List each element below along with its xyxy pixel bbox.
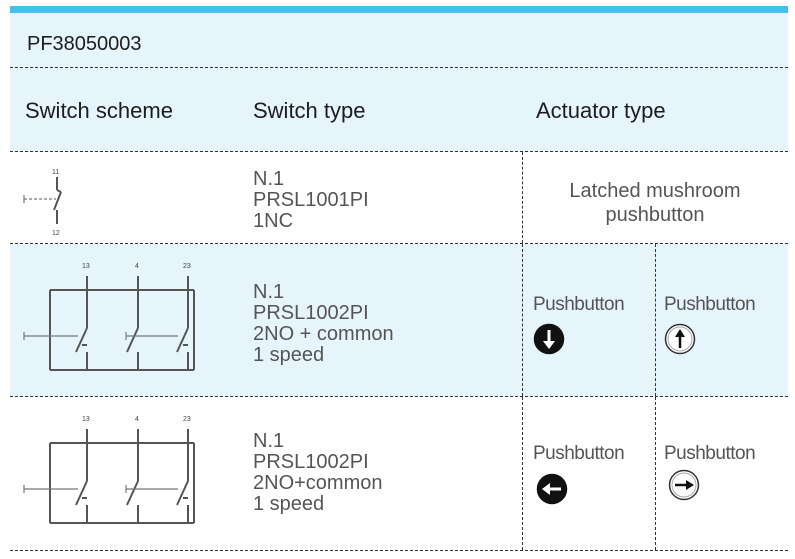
pushbutton-label: Pushbutton [664,294,756,315]
terminal-label-13: 13 [82,416,90,423]
header-switch-scheme: Switch scheme [25,98,173,123]
arrow-up-outline-icon [664,323,696,355]
switch-model: PRSL1002PI [253,302,369,324]
switch-qty: N.1 [253,430,285,452]
header-actuator-type: Actuator type [536,98,666,123]
switch-scheme-nc-diagram: 11 12 [23,169,62,237]
terminal-label-13: 13 [82,263,90,270]
switch-type-text: N.1 PRSL1002PI 2NO+common 1 speed [253,431,383,515]
switch-contacts: 2NO+common [253,472,383,494]
table-header: Switch scheme Switch type Actuator type [10,68,788,152]
pushbutton-label: Pushbutton [533,294,625,315]
arrow-right-outline-icon [668,469,700,501]
terminal-label-bottom: 12 [52,230,60,237]
table-row: 13 4 23 N.1 PRSL1002PI 2NO + common 1 sp… [10,244,788,397]
accent-bar [10,6,788,13]
product-code-row: PF38050003 [10,13,788,68]
column-divider [522,244,523,396]
switch-qty: N.1 [253,168,285,190]
table-row: 11 12 N.1 PRSL1001PI 1NC Latched mushroo… [10,152,788,244]
actuator-line: Latched mushroom [569,180,741,202]
arrow-down-filled-icon [533,323,565,355]
switch-contacts: 1NC [253,210,294,232]
terminal-label-4: 4 [135,416,139,423]
pushbutton-label: Pushbutton [533,443,625,464]
switch-speed: 1 speed [253,344,325,366]
switch-model: PRSL1001PI [253,189,369,211]
header-switch-type: Switch type [253,98,366,123]
switch-speed: 1 speed [253,493,325,515]
switch-contacts: 2NO + common [253,323,394,345]
column-divider [655,397,656,550]
column-divider [522,152,523,243]
switch-scheme-2no-diagram: 13 4 23 [23,263,195,371]
terminal-label-top: 11 [52,169,59,176]
table-row: 13 4 23 N.1 PRSL1002PI 2NO+common 1 spee… [10,397,788,551]
terminal-label-23: 23 [183,416,191,423]
actuator-description: Latched mushroom pushbutton [522,179,788,227]
terminal-label-4: 4 [135,263,139,270]
column-divider [655,244,656,396]
switch-qty: N.1 [253,281,285,303]
column-divider [522,397,523,550]
pushbutton-label: Pushbutton [664,443,756,464]
product-code: PF38050003 [27,33,142,55]
switch-type-text: N.1 PRSL1001PI 1NC [253,169,369,232]
switch-model: PRSL1002PI [253,451,369,473]
terminal-label-23: 23 [183,263,191,270]
actuator-line: pushbutton [605,204,705,226]
switch-type-text: N.1 PRSL1002PI 2NO + common 1 speed [253,282,394,366]
arrow-left-filled-icon [536,473,568,505]
switch-scheme-2no-diagram: 13 4 23 [23,416,195,524]
